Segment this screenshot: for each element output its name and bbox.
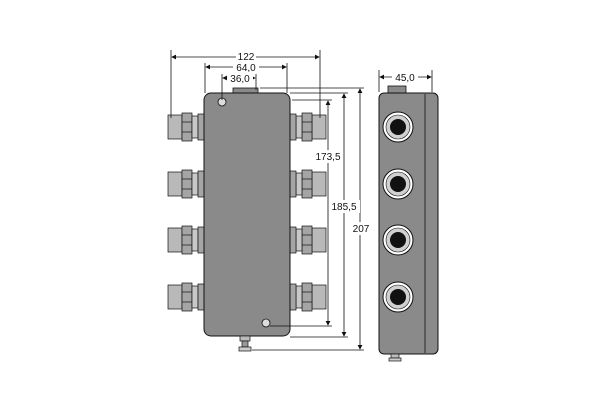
socket-port: [382, 168, 414, 200]
m12-connector: [167, 112, 207, 142]
m12-connector: [287, 169, 327, 199]
dim-body-width: 64,0: [236, 63, 256, 74]
ground-screw: [238, 335, 252, 352]
front-view: [167, 87, 327, 352]
dimension-labels: 122 64,0 36,0 173,5 185,5 207 45,0: [227, 51, 418, 235]
socket-port: [382, 224, 414, 256]
mounting-hole-bottom: [261, 318, 271, 328]
housing-body: [203, 92, 291, 337]
m12-connector: [167, 169, 207, 199]
m12-connector: [287, 112, 327, 142]
socket-port: [382, 281, 414, 313]
dim-body-height: 185,5: [331, 202, 356, 213]
side-view: [378, 85, 439, 362]
m12-connector: [287, 225, 327, 255]
dim-overall-height: 207: [353, 224, 370, 235]
dimension-lines: [170, 50, 433, 351]
dim-side-width: 45,0: [395, 73, 415, 84]
m12-connector: [167, 225, 207, 255]
dim-overall-width: 122: [238, 52, 255, 63]
m12-connector: [287, 282, 327, 312]
dim-mount-spacing: 36,0: [230, 74, 250, 85]
socket-port: [382, 111, 414, 143]
side-ground-screw: [388, 353, 402, 362]
dim-mount-height: 173,5: [315, 152, 340, 163]
m12-connector: [167, 282, 207, 312]
